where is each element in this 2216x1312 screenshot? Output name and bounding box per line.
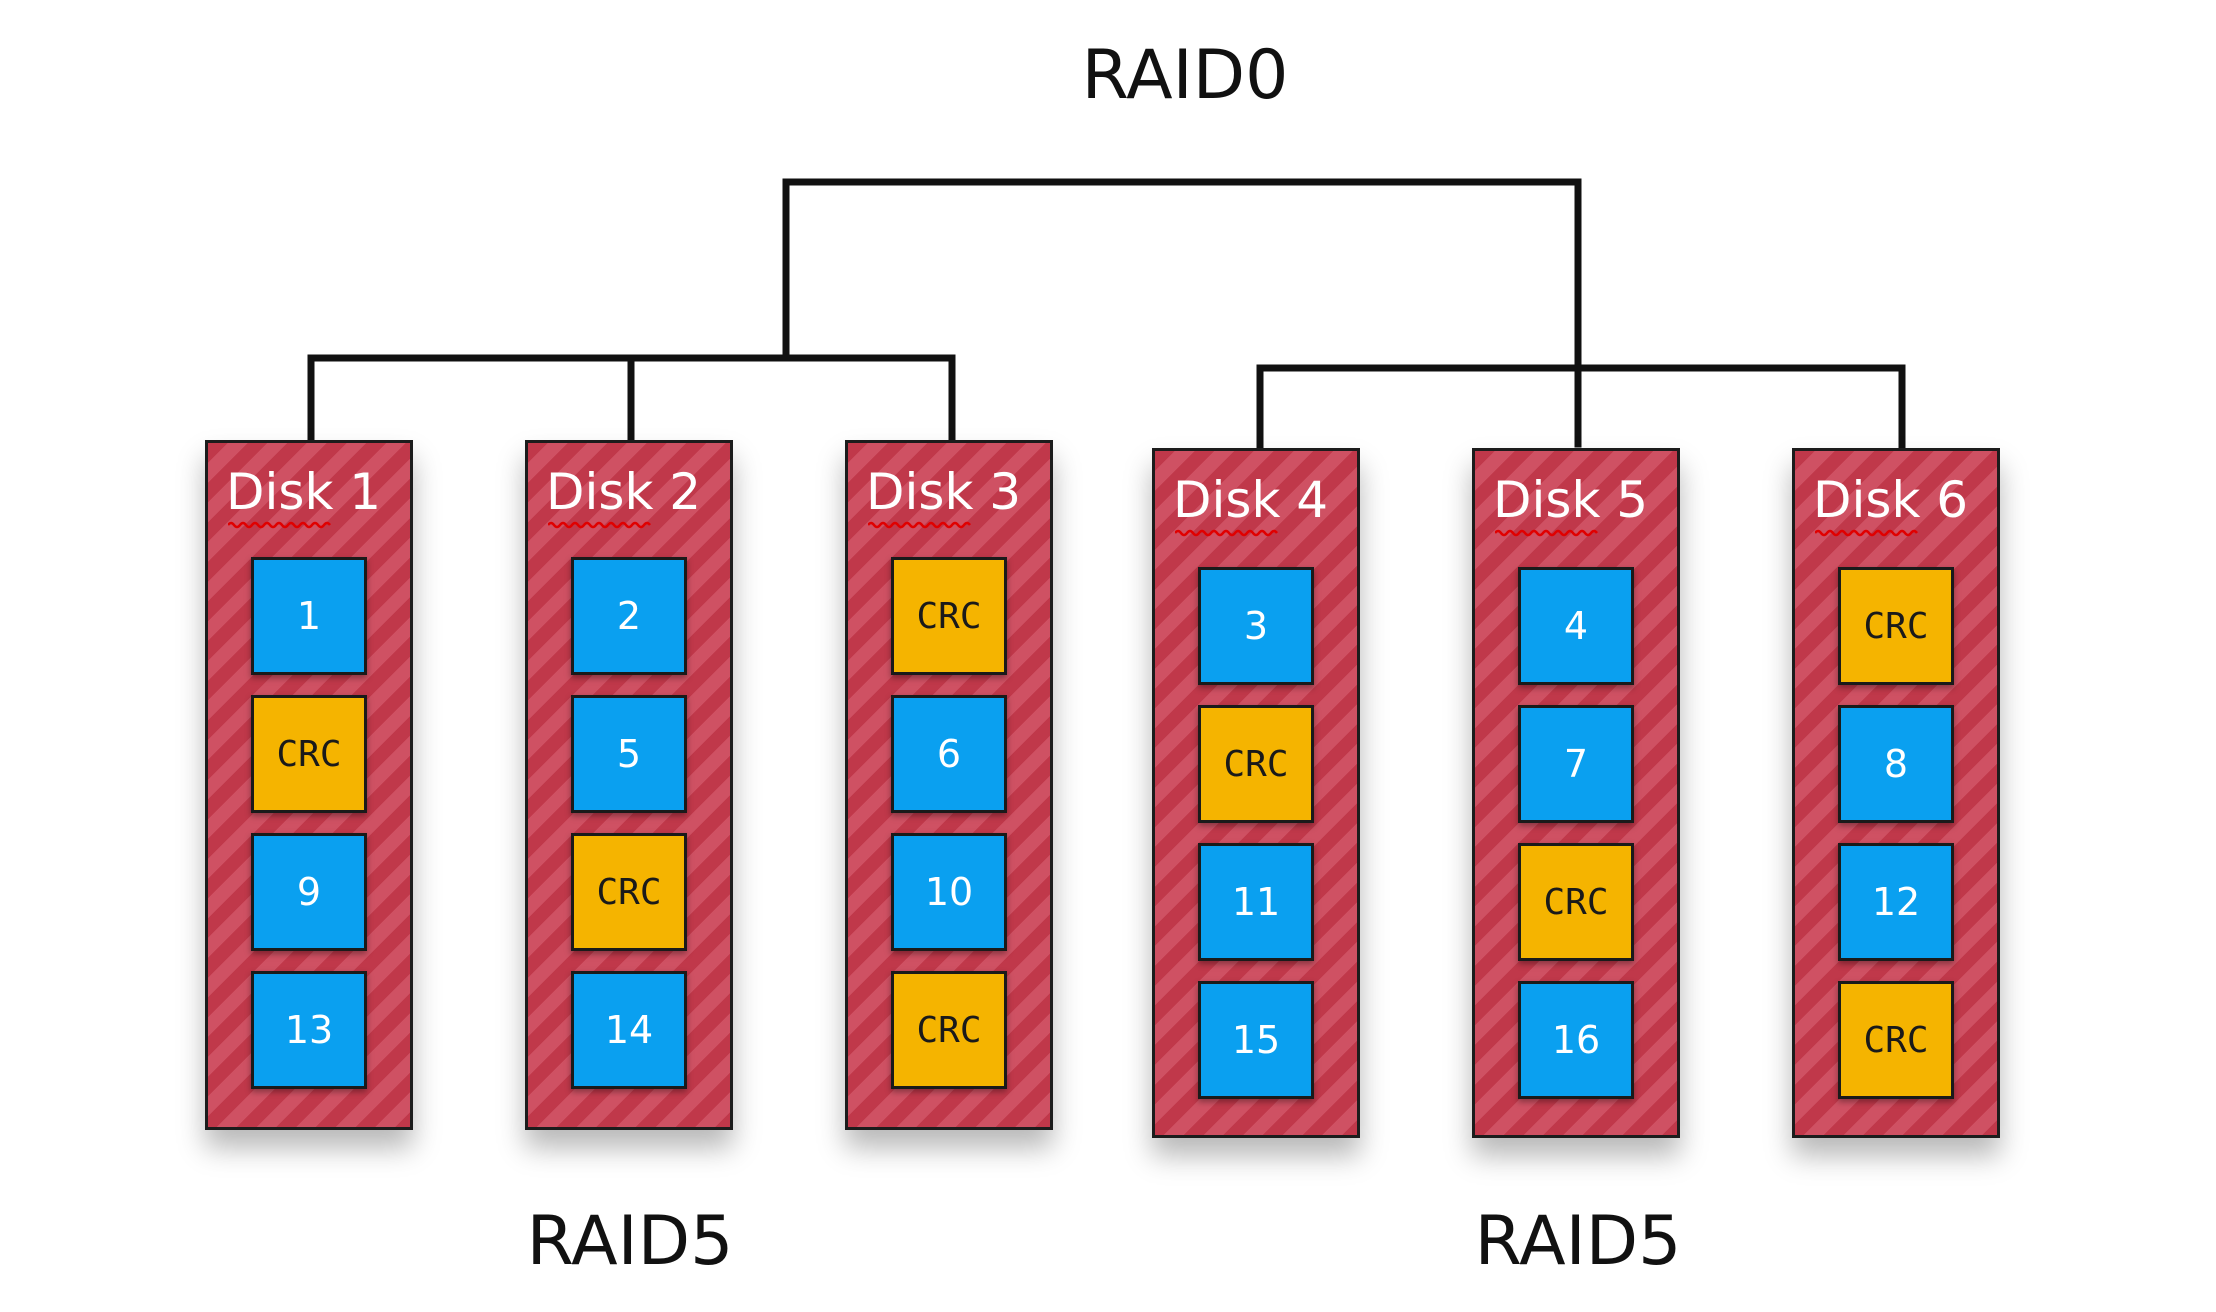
disk-label: Disk 5 xyxy=(1493,471,1649,529)
data-block: 12 xyxy=(1838,843,1954,961)
disk-label: Disk 1 xyxy=(226,463,382,521)
data-block: 3 xyxy=(1198,567,1314,685)
spellcheck-underline xyxy=(1175,529,1278,537)
raid0-title: RAID0 xyxy=(1081,36,1289,115)
parity-block: CRC xyxy=(891,557,1007,675)
disk-label: Disk 3 xyxy=(866,463,1022,521)
spellcheck-underline xyxy=(1815,529,1918,537)
spellcheck-underline xyxy=(548,521,651,529)
disk-1: Disk 1 1 CRC 9 13 xyxy=(205,440,413,1130)
data-block: 6 xyxy=(891,695,1007,813)
spellcheck-underline xyxy=(228,521,331,529)
spellcheck-underline xyxy=(868,521,971,529)
data-block: 1 xyxy=(251,557,367,675)
data-block: 9 xyxy=(251,833,367,951)
data-block: 15 xyxy=(1198,981,1314,1099)
raid5-label-right: RAID5 xyxy=(1474,1202,1682,1281)
data-block: 13 xyxy=(251,971,367,1089)
spellcheck-underline xyxy=(1495,529,1598,537)
parity-block: CRC xyxy=(1198,705,1314,823)
parity-block: CRC xyxy=(1838,981,1954,1099)
raid0-connector xyxy=(782,178,1582,448)
parity-block: CRC xyxy=(571,833,687,951)
disk-4: Disk 4 3 CRC 11 15 xyxy=(1152,448,1360,1138)
data-block: 11 xyxy=(1198,843,1314,961)
disk-label: Disk 2 xyxy=(546,463,702,521)
disk-5: Disk 5 4 7 CRC 16 xyxy=(1472,448,1680,1138)
data-block: 10 xyxy=(891,833,1007,951)
data-block: 2 xyxy=(571,557,687,675)
right-raid5-connector xyxy=(1256,364,1906,454)
disk-2: Disk 2 2 5 CRC 14 xyxy=(525,440,733,1130)
disk-label: Disk 6 xyxy=(1813,471,1969,529)
parity-block: CRC xyxy=(1838,567,1954,685)
raid5-label-left: RAID5 xyxy=(526,1202,734,1281)
parity-block: CRC xyxy=(251,695,367,813)
data-block: 14 xyxy=(571,971,687,1089)
parity-block: CRC xyxy=(1518,843,1634,961)
data-block: 16 xyxy=(1518,981,1634,1099)
data-block: 4 xyxy=(1518,567,1634,685)
disk-label: Disk 4 xyxy=(1173,471,1329,529)
data-block: 5 xyxy=(571,695,687,813)
data-block: 7 xyxy=(1518,705,1634,823)
disk-3: Disk 3 CRC 6 10 CRC xyxy=(845,440,1053,1130)
parity-block: CRC xyxy=(891,971,1007,1089)
data-block: 8 xyxy=(1838,705,1954,823)
disk-6: Disk 6 CRC 8 12 CRC xyxy=(1792,448,2000,1138)
